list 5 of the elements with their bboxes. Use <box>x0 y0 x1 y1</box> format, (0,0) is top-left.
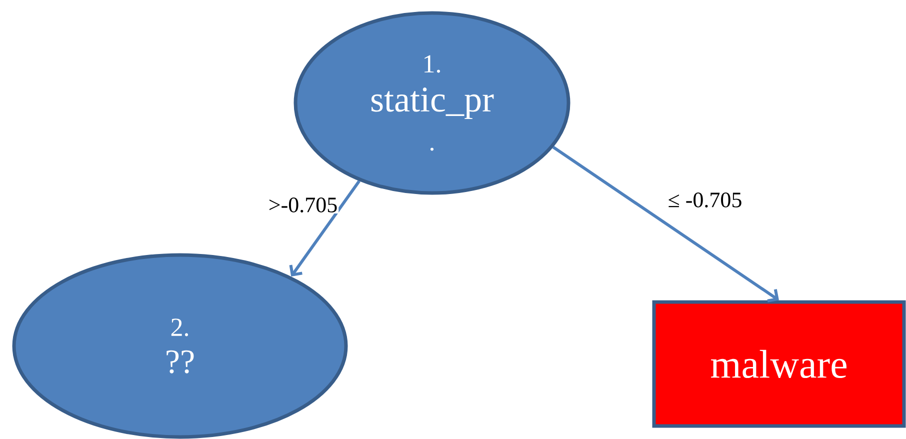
leaf-box: malware <box>652 300 906 428</box>
arrow <box>289 180 360 277</box>
arrow <box>552 146 779 302</box>
edge-label: ≤ -0.705 <box>666 192 744 208</box>
edge-label: >-0.705 <box>267 196 339 214</box>
